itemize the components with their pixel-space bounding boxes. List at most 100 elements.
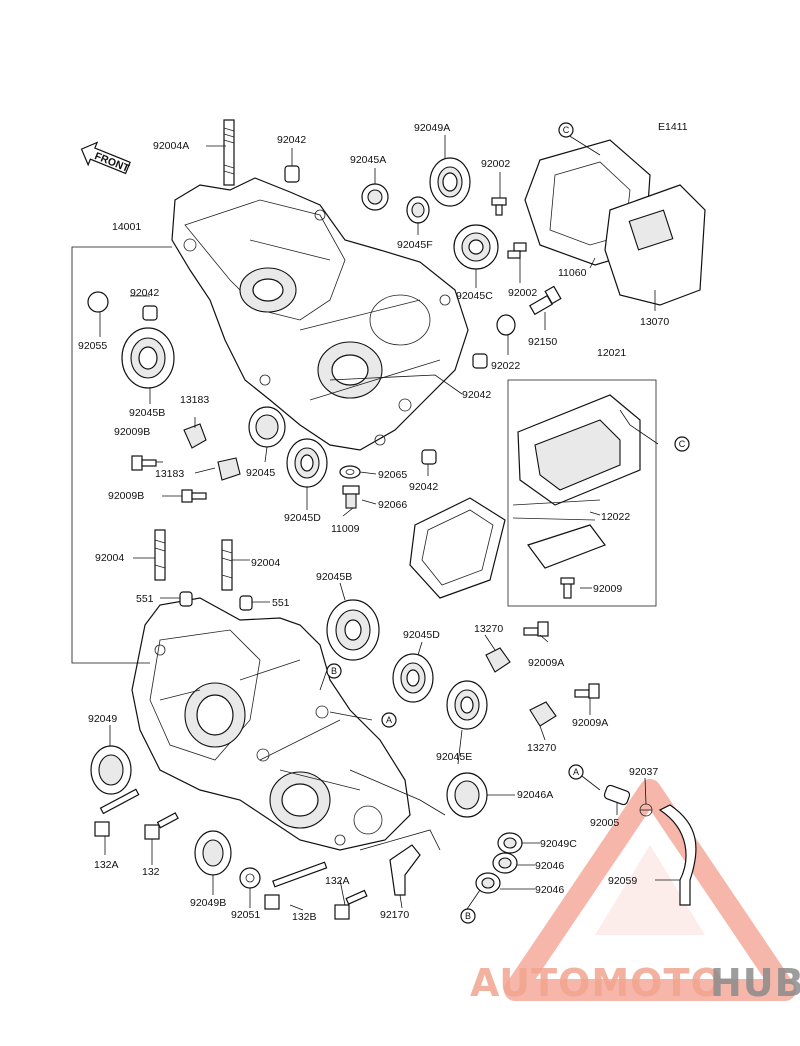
label-92170: 92170 [380, 909, 409, 921]
bracket-13270a [485, 647, 511, 673]
stud-92004a [223, 119, 235, 186]
bolt-92009 [560, 577, 575, 599]
reed-valve-group-box [507, 379, 657, 607]
group-bracket-14001 [71, 246, 172, 664]
label-13270b: 13270 [527, 742, 556, 754]
hose-92059 [658, 804, 697, 906]
label-132b: 132B [292, 911, 317, 923]
label-92009b-a: 92009B [114, 426, 150, 438]
label-92045a: 92045A [350, 154, 386, 166]
label-92042c: 92042 [462, 389, 491, 401]
front-arrow-icon: FRONT [80, 141, 132, 175]
label-92055: 92055 [78, 340, 107, 352]
label-92004b-lower: 92004 [251, 557, 280, 569]
label-132: 132 [142, 866, 160, 878]
washer-92065 [339, 465, 361, 479]
front-label: FRONT [93, 150, 132, 175]
washer-92051 [239, 867, 261, 889]
label-92049: 92049 [88, 713, 117, 725]
label-92009a-b: 92009A [572, 717, 608, 729]
seal-92046a [446, 772, 488, 818]
svg-text:B: B [465, 911, 471, 921]
bolt-92009a-a [523, 621, 549, 637]
bolt-132b [264, 861, 328, 910]
diagram-code: E1411 [658, 121, 688, 133]
bolt-92009b-b [181, 489, 207, 503]
svg-text:C: C [563, 125, 570, 135]
gasket-11009 [409, 497, 506, 599]
bolt-132a [94, 788, 140, 837]
label-13070: 13070 [640, 316, 669, 328]
label-92045d-lower: 92045D [403, 629, 440, 641]
bearing-92045f [406, 196, 430, 224]
label-92049c: 92049C [540, 838, 577, 850]
bracket-13270b [529, 701, 557, 727]
callout-a-crankcase: A [381, 712, 397, 728]
bolt-92009a-b [574, 683, 600, 699]
label-92022: 92022 [491, 360, 520, 372]
svg-text:HUB: HUB [710, 961, 800, 1005]
bearing-92045c [453, 224, 499, 270]
upper-crankcase [171, 177, 469, 451]
label-11009: 11009 [331, 523, 360, 535]
label-92065: 92065 [378, 469, 407, 481]
callout-c-right: C [674, 436, 690, 452]
callout-a-pipe: A [568, 764, 584, 780]
label-13183b: 13183 [155, 468, 184, 480]
bearing-92045e [446, 680, 488, 730]
label-92005: 92005 [590, 817, 619, 829]
seal-92046b-small [475, 872, 501, 894]
label-92045d: 92045D [284, 512, 321, 524]
stud-92004a-lower [154, 529, 166, 581]
label-92009a-a: 92009A [528, 657, 564, 669]
oring-92055 [87, 291, 109, 313]
bolt-92009b-a [131, 455, 157, 471]
label-14001: 14001 [112, 221, 141, 233]
seal-92049b [194, 830, 232, 876]
label-92059: 92059 [608, 875, 637, 887]
label-92004a-lower: 92004 [95, 552, 124, 564]
bearing-92045d-lower [392, 653, 434, 703]
dowel-551b [239, 595, 253, 611]
label-12022: 12022 [601, 511, 630, 523]
label-92045b-lower: 92045B [316, 571, 352, 583]
label-13270a: 13270 [474, 623, 503, 635]
fitting-92150 [529, 285, 562, 316]
label-92045c: 92045C [456, 290, 493, 302]
watermark-text: AUTOMOTO HUB [470, 961, 800, 1005]
bearing-92045b-lower [326, 599, 380, 661]
dowel-92042b [142, 305, 158, 321]
reed-valve-12022 [512, 394, 641, 569]
label-132a-b: 132A [325, 875, 350, 887]
label-92037: 92037 [629, 766, 658, 778]
svg-text:AUTOMOTO: AUTOMOTO [470, 961, 724, 1005]
label-92045: 92045 [246, 467, 275, 479]
label-551b: 551 [272, 597, 290, 609]
label-92049b: 92049B [190, 897, 226, 909]
label-92045e: 92045E [436, 751, 472, 763]
watermark-triangle [504, 779, 796, 1001]
label-551a: 551 [136, 593, 154, 605]
label-11060: 11060 [558, 267, 587, 279]
svg-text:B: B [331, 666, 337, 676]
bearing-92045b [121, 327, 175, 389]
bracket-13183b [217, 457, 241, 481]
lower-crankcase [131, 597, 411, 851]
label-12021: 12021 [597, 347, 626, 359]
label-13183a: 13183 [180, 394, 209, 406]
label-92042d: 92042 [409, 481, 438, 493]
seal-92022 [496, 314, 516, 336]
leader-lines [99, 134, 680, 913]
label-92046b-small: 92046 [535, 884, 564, 896]
svg-text:A: A [386, 715, 392, 725]
plug-92066 [342, 485, 360, 509]
dowel-551a [179, 591, 193, 607]
callout-c-top: C [558, 122, 574, 138]
label-92004a: 92004A [153, 140, 189, 152]
bearing-92045d [286, 438, 328, 488]
screw-92002a [491, 197, 507, 216]
label-92009-reed-visible: 92009 [593, 583, 622, 595]
dowel-92042d [421, 449, 437, 465]
label-92009b-b: 92009B [108, 490, 144, 502]
